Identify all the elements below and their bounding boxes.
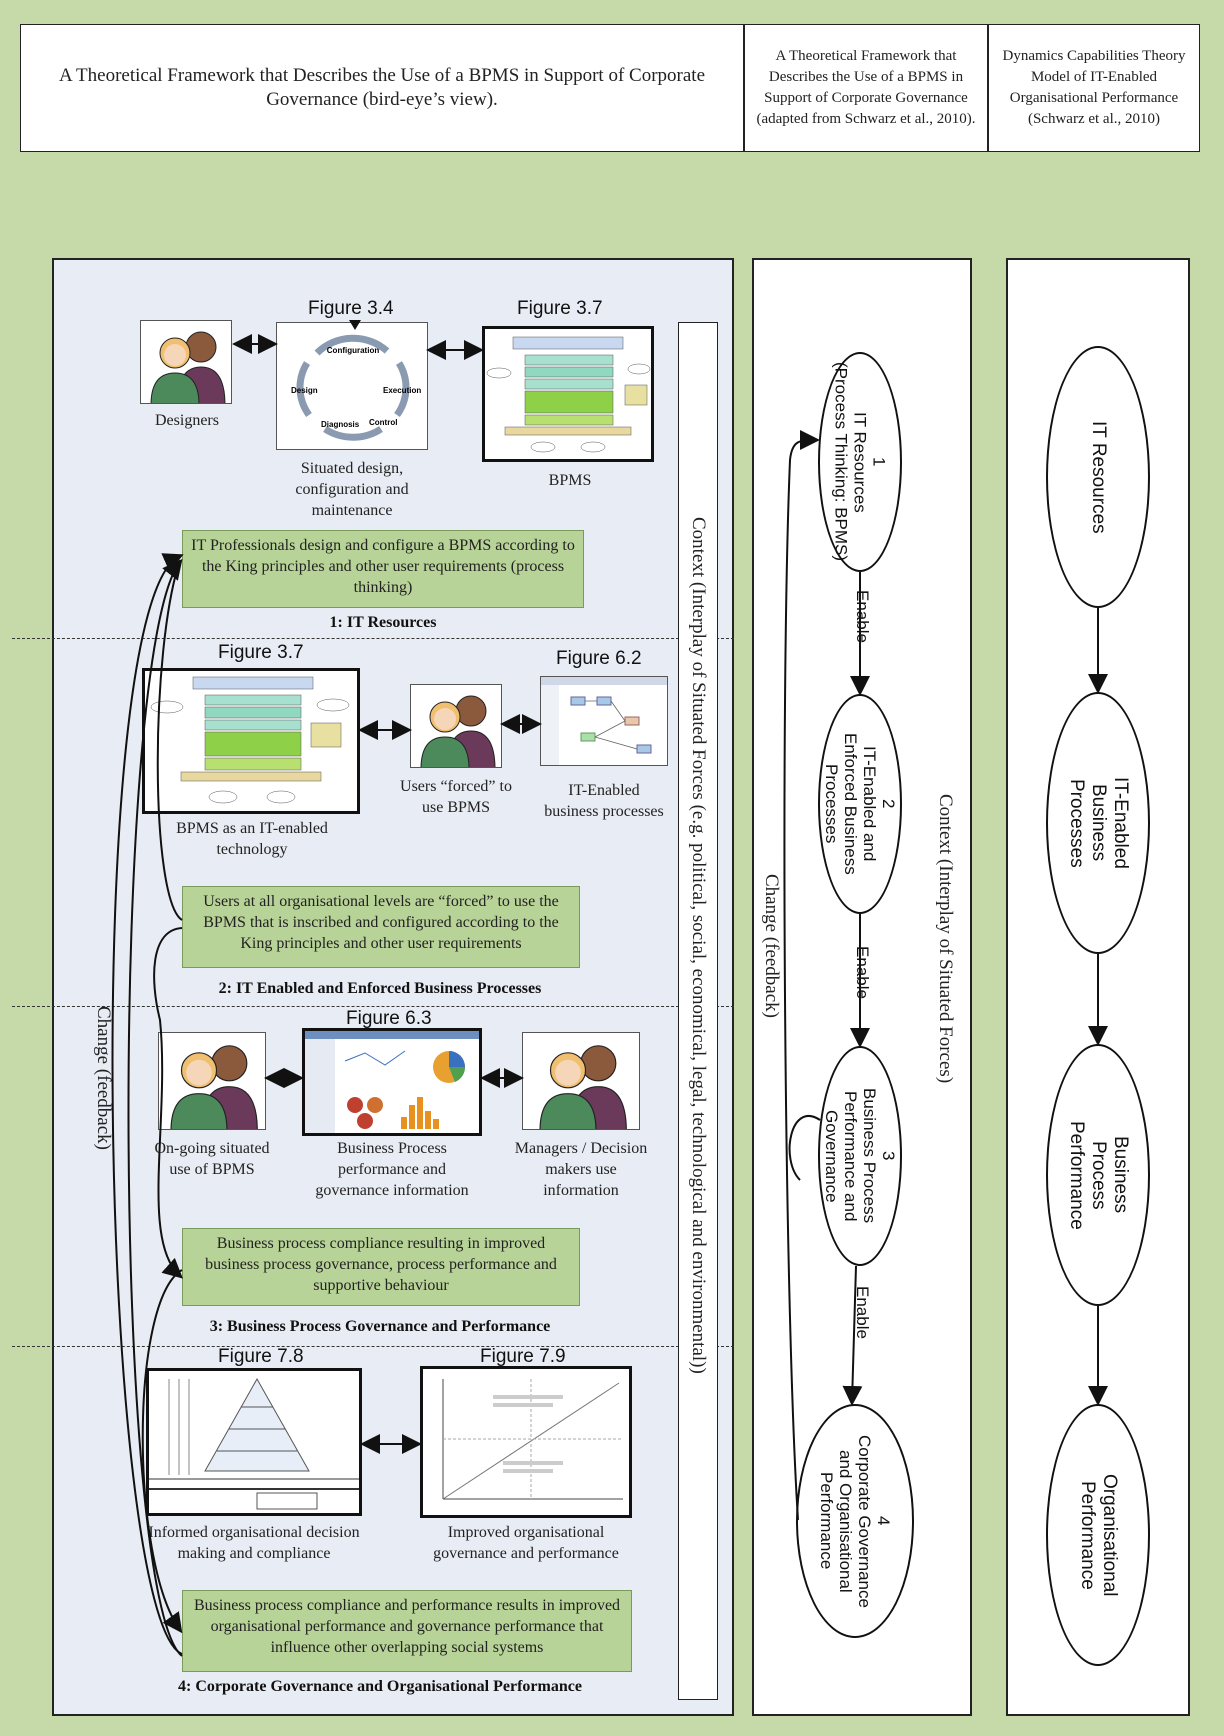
section2-summary-box: Users at all organisational levels are “… — [182, 886, 580, 968]
node-label: 4 Corporate Governance and Organisationa… — [817, 1434, 893, 1608]
managers-avatar — [522, 1032, 640, 1130]
bpms-technology-caption: BPMS as an IT-enabled technology — [176, 820, 328, 858]
dashboard-icon — [305, 1031, 479, 1133]
people-icon — [170, 1045, 258, 1129]
figure-label: Figure 3.7 — [517, 298, 603, 319]
people-icon — [539, 1045, 627, 1129]
right-node-organisational-performance: Organisational Performance — [1046, 1404, 1150, 1666]
cycle-step-label: Control — [369, 418, 397, 427]
decision-making-caption: Informed organisational decision making … — [148, 1524, 360, 1562]
section3-summary-box: Business process compliance resulting in… — [182, 1228, 580, 1306]
people-icon — [150, 331, 226, 403]
middle-context-label: Context (Interplay of Situated Forces) — [935, 794, 956, 1084]
edge-label: Enable — [853, 946, 872, 999]
process-screen-icon — [541, 677, 667, 765]
users-caption: Users “forced” to use BPMS — [400, 778, 512, 816]
header-left-title: A Theoretical Framework that Describes t… — [20, 24, 744, 152]
pyramid-diagram — [149, 1377, 359, 1510]
figure-label: Figure 7.8 — [218, 1346, 304, 1367]
header-middle-title: A Theoretical Framework that Describes t… — [744, 24, 988, 152]
business-process-caption: IT-Enabled business processes — [544, 782, 664, 820]
governance-performance-figure — [420, 1366, 632, 1518]
context-label: Context (Interplay of Situated Forces (e… — [688, 517, 709, 1374]
cycle-diagram: Configuration Design Execution Diagnosis… — [291, 334, 421, 441]
decision-making-figure — [146, 1368, 362, 1516]
right-node-it-resources: IT Resources — [1046, 346, 1150, 608]
small-arrowhead — [349, 320, 361, 330]
section1-title: 1: IT Resources — [329, 614, 437, 631]
business-process-screenshot — [540, 676, 668, 766]
feedback-label: Change (feedback) — [93, 1006, 114, 1151]
middle-node-it-enabled-processes: 2 IT-Enabled and Enforced Business Proce… — [818, 694, 902, 914]
bpms-caption: BPMS — [548, 472, 592, 489]
people-icon — [420, 695, 496, 767]
governance-performance-caption: Improved organisational governance and p… — [433, 1524, 619, 1562]
matrix-diagram — [442, 1379, 623, 1500]
edge-label: Enable — [853, 590, 872, 643]
figure-label: Figure 6.3 — [346, 1008, 432, 1029]
figure-label: Figure 7.9 — [480, 1346, 566, 1367]
edge-label: Enable — [853, 1286, 872, 1339]
right-node-process-performance: Business Process Performance — [1046, 1044, 1150, 1306]
section2-title: 2: IT Enabled and Enforced Business Proc… — [218, 980, 542, 997]
header-right-title: Dynamics Capabilities Theory Model of IT… — [988, 24, 1200, 152]
figure-label: Figure 3.7 — [218, 642, 304, 663]
middle-node-corporate-governance: 4 Corporate Governance and Organisationa… — [796, 1404, 914, 1638]
node-label: 1 IT Resources (Process Thinking: BPMS) — [831, 362, 889, 562]
bpms-architecture-figure — [482, 326, 654, 462]
node-label: Business Process Performance — [1066, 1120, 1131, 1230]
section-divider — [12, 638, 734, 639]
cycle-step-label: Configuration — [327, 346, 380, 355]
performance-info-caption: Business Process performance and governa… — [315, 1140, 469, 1199]
section-divider — [12, 1006, 734, 1007]
users-avatar — [158, 1032, 266, 1130]
node-label: Organisational Performance — [1077, 1473, 1120, 1597]
middle-node-it-resources: 1 IT Resources (Process Thinking: BPMS) — [818, 352, 902, 572]
section1-summary-box: IT Professionals design and configure a … — [182, 530, 584, 608]
designers-caption: Designers — [155, 412, 219, 429]
node-label: 3 Business Process Performance and Gover… — [822, 1088, 898, 1224]
figure-label: Figure 6.2 — [556, 648, 642, 669]
cycle-step-label: Design — [291, 386, 318, 395]
middle-feedback-label: Change (feedback) — [761, 874, 782, 1019]
bpms-technology-figure — [142, 668, 360, 814]
designers-avatar — [140, 320, 232, 404]
section-divider — [12, 1346, 734, 1347]
bpms-diagram — [150, 676, 350, 804]
cycle-step-label: Diagnosis — [321, 420, 360, 429]
section3-title: 3: Business Process Governance and Perfo… — [209, 1318, 551, 1335]
section4-title: 4: Corporate Governance and Organisation… — [178, 1678, 582, 1695]
users-avatar — [410, 684, 502, 768]
node-label: IT Resources — [1088, 420, 1109, 534]
situated-use-caption: On-going situated use of BPMS — [154, 1140, 270, 1178]
middle-node-process-performance: 3 Business Process Performance and Gover… — [818, 1046, 902, 1266]
bpms-diagram — [486, 336, 651, 453]
cycle-step-label: Execution — [383, 386, 421, 395]
figure-label: Figure 3.4 — [308, 298, 394, 319]
managers-caption: Managers / Decision makers use informati… — [514, 1140, 648, 1199]
node-label: IT-Enabled Business Processes — [1066, 777, 1131, 869]
node-label: 2 IT-Enabled and Enforced Business Proce… — [822, 733, 898, 875]
section4-summary-box: Business process compliance and performa… — [182, 1590, 632, 1672]
cycle-caption: Situated design, configuration and maint… — [295, 460, 409, 519]
context-label-box: Context (Interplay of Situated Forces (e… — [678, 322, 718, 1700]
